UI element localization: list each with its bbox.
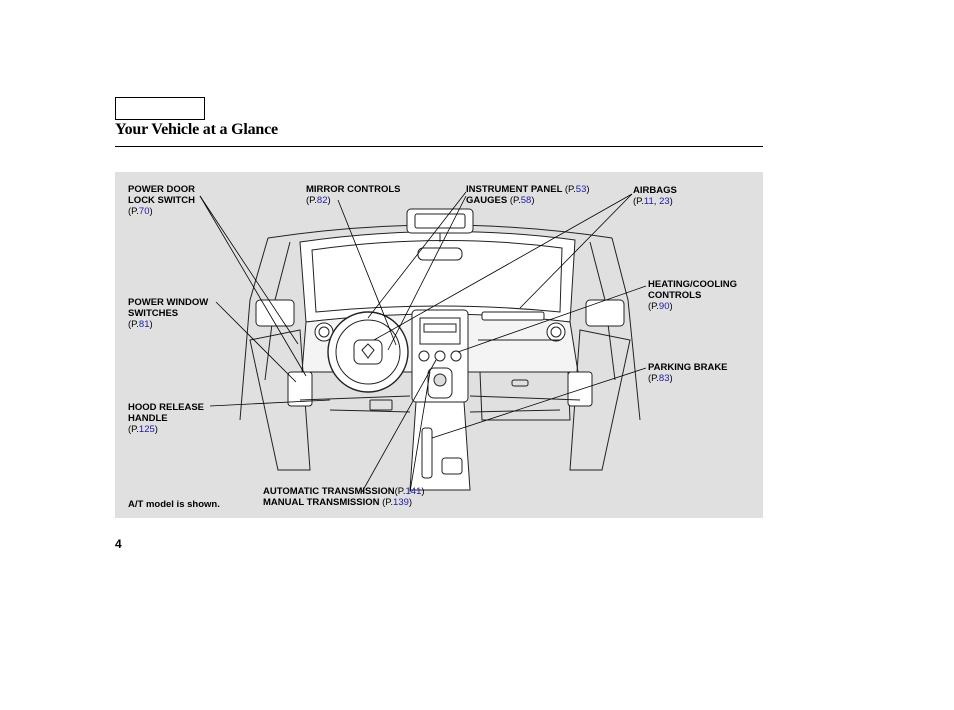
callout-heating-cooling: HEATING/COOLING CONTROLS (P.90) (648, 279, 738, 312)
callout-power-door-lock: POWER DOOR LOCK SWITCH (P.70) (128, 184, 196, 217)
nav-box[interactable] (115, 97, 205, 120)
page-link-83[interactable]: 83 (658, 373, 670, 384)
title-rule (115, 146, 763, 147)
right-pillar (611, 237, 641, 421)
page-link-53[interactable]: 53 (575, 184, 587, 195)
right-vent (546, 322, 566, 342)
callout-mirror-controls: MIRROR CONTROLS (P.82) (306, 184, 401, 206)
callout-power-window: POWER WINDOW SWITCHES (P.81) (128, 297, 209, 330)
right-door-panel (569, 329, 631, 471)
left-pillar (239, 237, 269, 421)
parking-brake-lever (421, 427, 433, 479)
page-link-90[interactable]: 90 (658, 301, 670, 312)
left-door-panel (249, 329, 311, 471)
floor-lines (299, 395, 581, 401)
page-link-11[interactable]: 11 (643, 196, 654, 207)
page-link-139[interactable]: 139 (393, 497, 409, 508)
callout-airbags: AIRBAGS (P.11, 23) (633, 185, 677, 207)
page-link-81[interactable]: 81 (138, 319, 150, 330)
callout-parking-brake: PARKING BRAKE (P.83) (648, 362, 728, 384)
callout-instrument-panel: INSTRUMENT PANEL (P.53) GAUGES (P.58) (466, 184, 590, 206)
audio-unit (419, 317, 461, 345)
page-number: 4 (115, 537, 122, 551)
page-link-58[interactable]: 58 (520, 195, 532, 206)
callout-transmission: AUTOMATIC TRANSMISSION(P.141) MANUAL TRA… (263, 486, 425, 508)
page-link-82[interactable]: 82 (316, 195, 328, 206)
page-link-70[interactable]: 70 (138, 206, 150, 217)
page-title: Your Vehicle at a Glance (115, 121, 278, 138)
page-link-125[interactable]: 125 (138, 424, 155, 435)
page-link-141[interactable]: 141 (405, 486, 422, 497)
model-note: A/T model is shown. (128, 499, 220, 510)
windshield-inner (311, 240, 563, 313)
callout-hood-release: HOOD RELEASE HANDLE (P.125) (128, 402, 205, 435)
page-link-23[interactable]: 23 (659, 196, 670, 207)
